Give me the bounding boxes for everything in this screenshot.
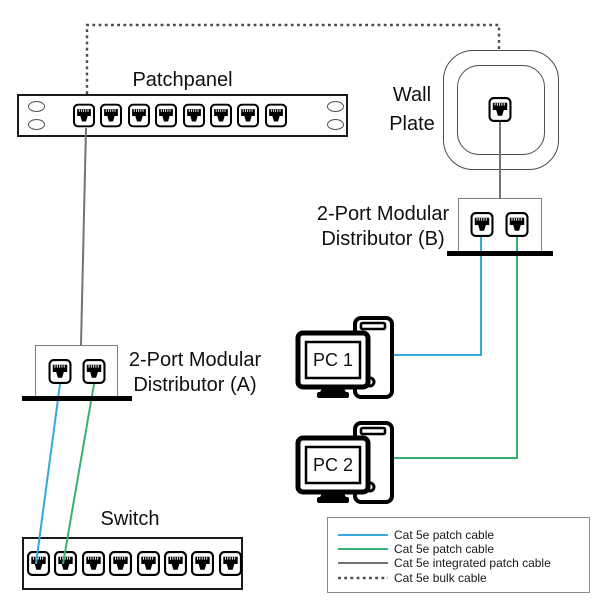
legend-line-dashed <box>338 576 388 579</box>
legend-label: Cat 5e patch cable <box>394 528 495 543</box>
switch <box>22 537 243 590</box>
rj45-port-icon <box>237 103 259 128</box>
wall-plate-label: Wall Plate <box>389 84 435 135</box>
pc1-icon <box>295 316 394 399</box>
legend-label: Cat 5e integrated patch cable <box>394 556 551 571</box>
distributor-b-mount-bar <box>447 251 553 256</box>
pc2-label: PC 2 <box>312 455 354 475</box>
distributor-b-ports <box>470 212 529 237</box>
legend-item: Cat 5e patch cable <box>328 528 589 542</box>
rj45-port-icon <box>82 359 106 384</box>
rj45-port-icon <box>109 551 132 576</box>
rj45-port-icon <box>82 551 105 576</box>
rj45-port-icon <box>164 551 187 576</box>
legend-label: Cat 5e bulk cable <box>394 570 487 585</box>
screw-hole-icon <box>327 101 344 112</box>
rj45-port-icon <box>137 551 160 576</box>
rj45-port-icon <box>470 212 494 237</box>
screw-hole-icon <box>28 101 45 112</box>
rj45-port-icon <box>128 103 150 128</box>
rj45-port-icon <box>191 551 214 576</box>
legend-label: Cat 5e patch cable <box>394 542 495 557</box>
cable-integrated-patchpanel-to-distributor-a <box>80 127 87 346</box>
rj45-port-icon <box>265 103 287 128</box>
legend-line-green <box>338 548 388 551</box>
screw-hole-icon <box>28 119 45 130</box>
rj45-port-icon <box>210 103 232 128</box>
rj45-port-icon <box>155 103 177 128</box>
rj45-port-icon <box>48 359 72 384</box>
distributor-a-label: 2-Port Modular Distributor (A) <box>128 349 262 396</box>
rj45-port-icon <box>73 103 95 128</box>
distributor-b-label: 2-Port Modular Distributor (B) <box>316 203 450 250</box>
switch-ports <box>27 551 242 576</box>
switch-label: Switch <box>100 508 160 530</box>
rj45-port-icon <box>488 97 512 122</box>
legend: Cat 5e patch cable Cat 5e patch cable Ca… <box>327 517 590 593</box>
patchpanel-ports <box>73 103 287 128</box>
rj45-port-icon <box>27 551 50 576</box>
legend-item: Cat 5e integrated patch cable <box>328 556 589 570</box>
distributor-a-ports <box>48 359 106 384</box>
legend-item: Cat 5e patch cable <box>328 542 589 556</box>
distributor-b <box>458 198 542 252</box>
patchpanel-label: Patchpanel <box>132 69 233 91</box>
cable-patch-green-distributor-b-to-pc2 <box>394 237 518 459</box>
patchpanel <box>17 94 348 137</box>
distributor-a <box>35 345 118 397</box>
rj45-port-icon <box>505 212 529 237</box>
rj45-port-icon <box>100 103 122 128</box>
legend-line-gray <box>338 562 388 565</box>
screw-hole-icon <box>327 119 344 130</box>
pc2-icon <box>295 421 394 504</box>
legend-line-blue <box>338 534 388 537</box>
rj45-port-icon <box>219 551 242 576</box>
pc1-label: PC 1 <box>312 350 354 370</box>
legend-item: Cat 5e bulk cable <box>328 571 589 585</box>
rj45-port-icon <box>54 551 77 576</box>
rj45-port-icon <box>183 103 205 128</box>
distributor-a-mount-bar <box>22 396 132 401</box>
